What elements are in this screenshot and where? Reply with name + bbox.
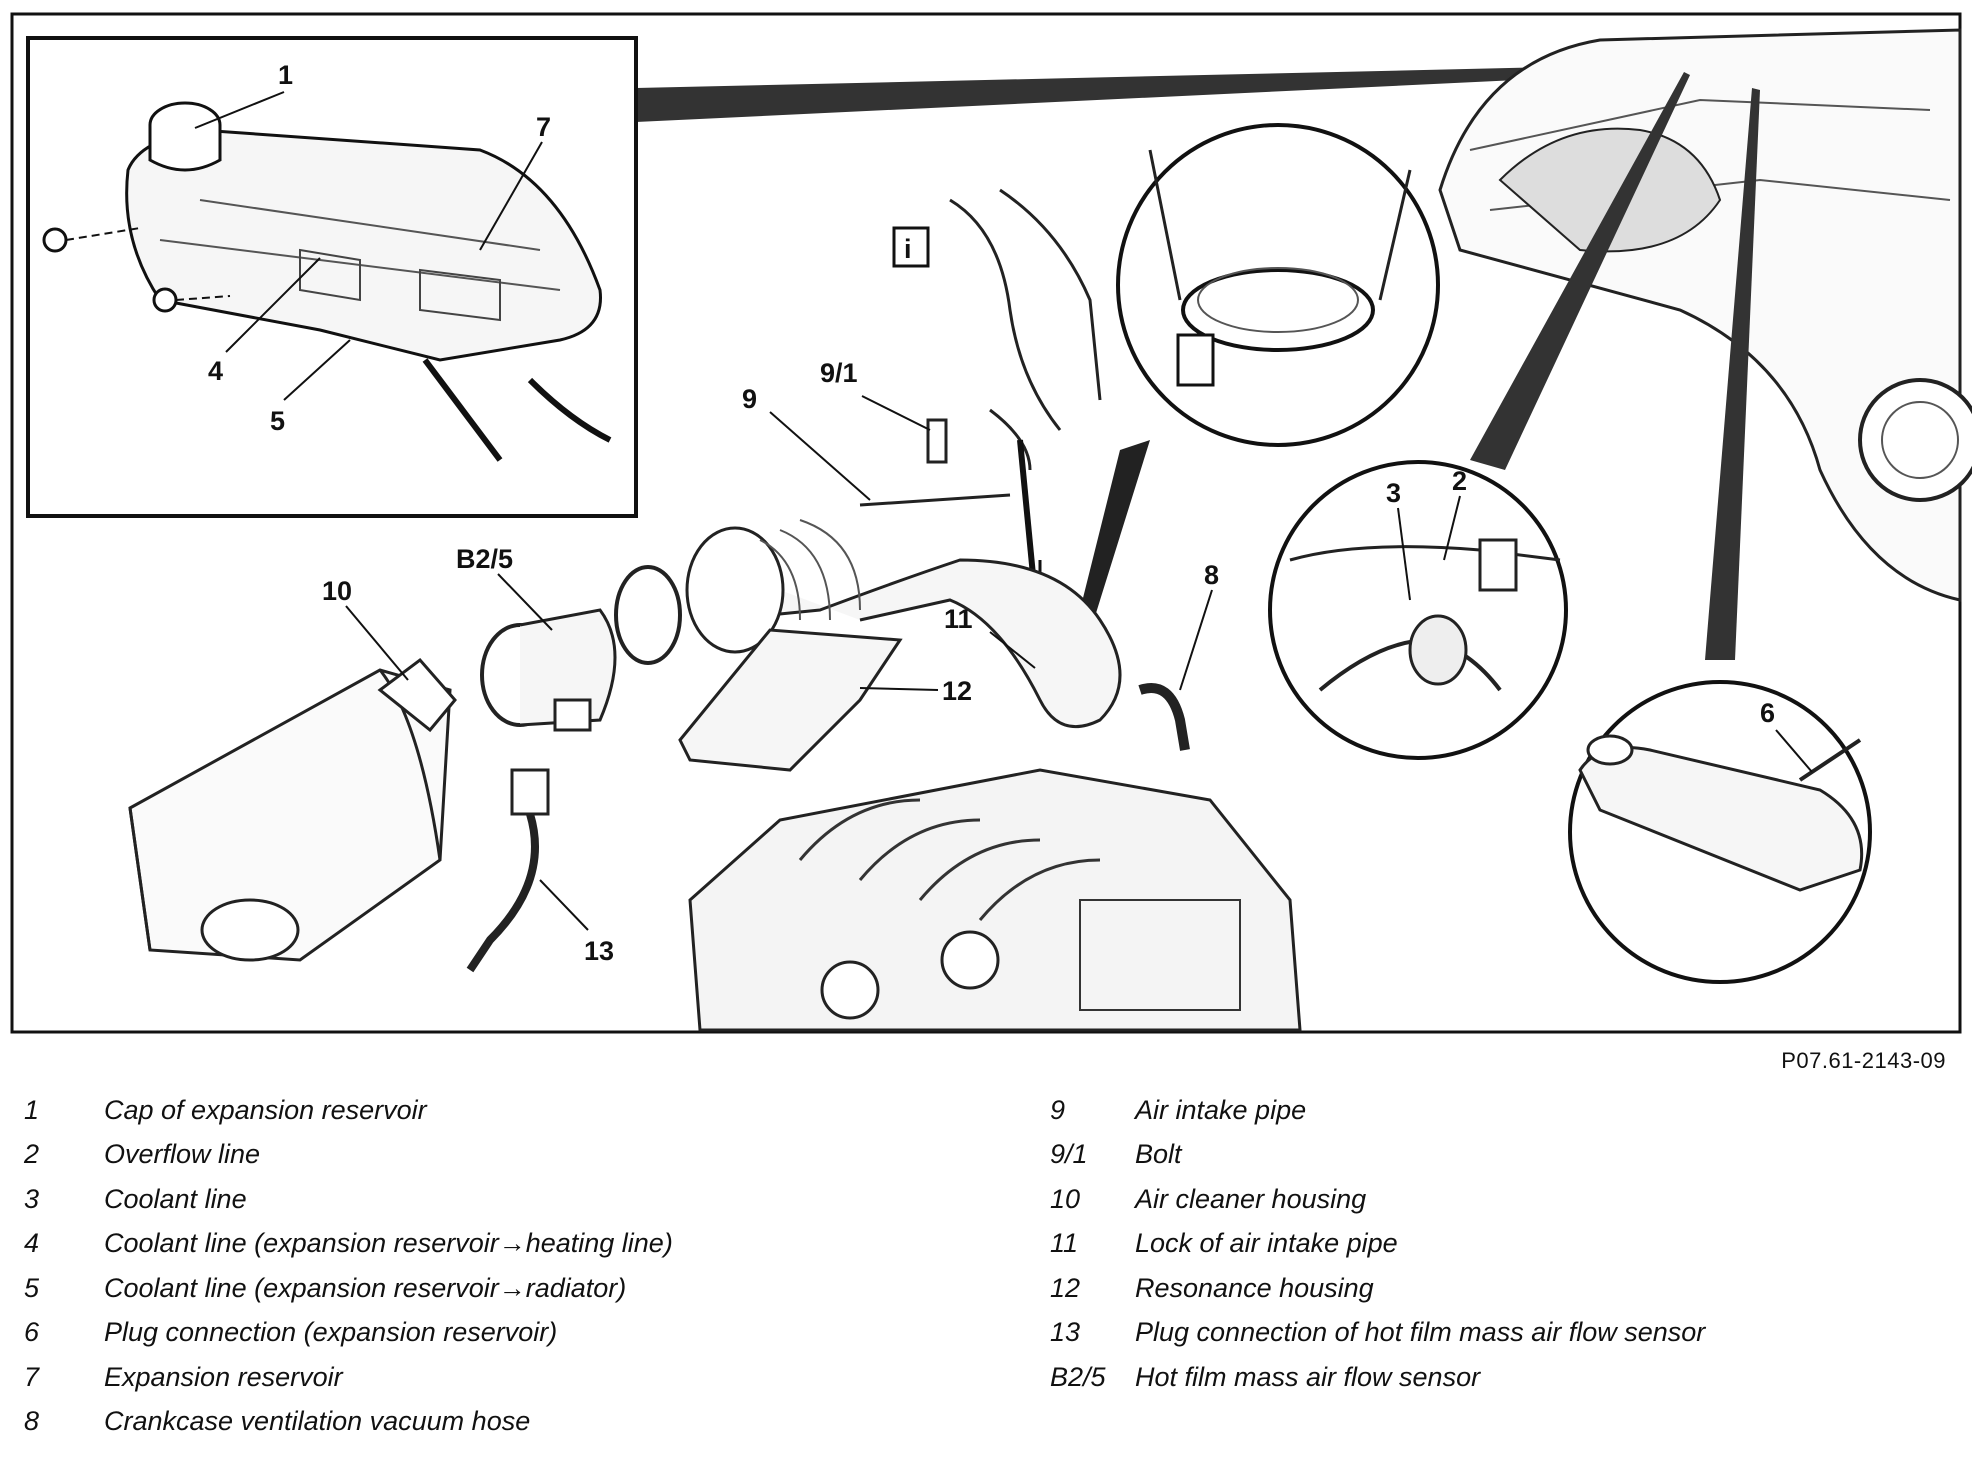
callout-6: 6 bbox=[1760, 698, 1775, 728]
callout-8: 8 bbox=[1204, 560, 1219, 590]
hose-clamp bbox=[614, 565, 682, 665]
legend-number: 2 bbox=[24, 1139, 40, 1170]
legend-number: 1 bbox=[24, 1094, 40, 1125]
bolt-9-1: 9/1 bbox=[820, 358, 948, 464]
engine-intake-manifold bbox=[688, 768, 1302, 1032]
callout-10: 10 bbox=[322, 576, 352, 606]
expansion-reservoir-inset: 1 7 4 5 bbox=[26, 36, 638, 518]
legend-row: 11 Lock of air intake pipe bbox=[1050, 1222, 1705, 1267]
detail-circle-lock-ring bbox=[1116, 123, 1440, 447]
legend-row: 9 Air intake pipe bbox=[1050, 1088, 1705, 1133]
legend-row: 5 Coolant line (expansion reservoir→radia… bbox=[16, 1266, 673, 1311]
legend-label: Cap of expansion reservoir bbox=[104, 1094, 427, 1125]
legend-row: 7 Expansion reservoir bbox=[16, 1355, 673, 1400]
figure-id: P07.61-2143-09 bbox=[1781, 1048, 1946, 1073]
legend-row: 12 Resonance housing bbox=[1050, 1266, 1705, 1311]
legend-number: B2/5 bbox=[1050, 1361, 1106, 1392]
callout-1: 1 bbox=[278, 60, 293, 90]
legend-label: Coolant line (expansion reservoir→radiat… bbox=[104, 1272, 627, 1303]
legend-number: 5 bbox=[24, 1272, 40, 1303]
callout-9-1: 9/1 bbox=[820, 358, 858, 388]
legend-row: 8 Crankcase ventilation vacuum hose bbox=[16, 1400, 673, 1445]
legend-label: Hot film mass air flow sensor bbox=[1135, 1361, 1481, 1392]
legend-number: 9/1 bbox=[1050, 1139, 1088, 1170]
legend-label: Plug connection (expansion reservoir) bbox=[104, 1317, 558, 1348]
callout-b2-5: B2/5 bbox=[456, 544, 513, 574]
legend-row: 2 Overflow line bbox=[16, 1133, 673, 1178]
legend-label: Coolant line (expansion reservoir→heatin… bbox=[104, 1228, 673, 1259]
callout-13: 13 bbox=[584, 936, 614, 966]
legend-row: B2/5 Hot film mass air flow sensor bbox=[1050, 1355, 1705, 1400]
callout-3: 3 bbox=[1386, 478, 1401, 508]
callout-5: 5 bbox=[270, 406, 285, 436]
detail-circle-reservoir-plug: 6 bbox=[1568, 680, 1872, 984]
legend-label: Crankcase ventilation vacuum hose bbox=[104, 1406, 531, 1437]
callout-7: 7 bbox=[536, 112, 551, 142]
legend-row: 10 Air cleaner housing bbox=[1050, 1177, 1705, 1222]
legend-row: 9/1 Bolt bbox=[1050, 1133, 1705, 1178]
info-symbol: i bbox=[892, 226, 930, 268]
legend-right: 9 Air intake pipe 9/1 Bolt 10 Air cleaner h… bbox=[1050, 1088, 1705, 1400]
legend-label: Coolant line bbox=[104, 1183, 247, 1214]
legend-row: 6 Plug connection (expansion reservoir) bbox=[16, 1311, 673, 1356]
legend-label: Overflow line bbox=[104, 1139, 261, 1170]
legend-number: 4 bbox=[24, 1228, 40, 1259]
legend-number: 13 bbox=[1050, 1317, 1081, 1348]
legend-number: 7 bbox=[24, 1361, 40, 1392]
legend-number: 10 bbox=[1050, 1183, 1081, 1214]
car-front-engine-bay bbox=[1438, 28, 1972, 602]
info-icon: i bbox=[904, 234, 912, 264]
legend-row: 3 Coolant line bbox=[16, 1177, 673, 1222]
legend-row: 4 Coolant line (expansion reservoir→heati… bbox=[16, 1222, 673, 1267]
legend-number: 8 bbox=[24, 1406, 40, 1437]
air-cleaner-housing: 10 bbox=[128, 576, 457, 962]
hot-film-maf-sensor: B2/5 bbox=[456, 544, 617, 732]
legend-label: Lock of air intake pipe bbox=[1135, 1228, 1398, 1259]
maf-plug-harness: 13 bbox=[466, 768, 614, 973]
air-intake-pipe: 9 bbox=[685, 384, 1122, 729]
legend-number: 9 bbox=[1050, 1094, 1066, 1125]
legend-label: Air intake pipe bbox=[1135, 1094, 1307, 1125]
legend-row: 13 Plug connection of hot film mass air f… bbox=[1050, 1311, 1705, 1356]
crankcase-vacuum-hose: 8 bbox=[1138, 560, 1219, 751]
legend-row: 1 Cap of expansion reservoir bbox=[16, 1088, 673, 1133]
callout-11: 11 bbox=[944, 604, 973, 634]
legend-label: Plug connection of hot film mass air flo… bbox=[1135, 1317, 1706, 1348]
pointer-mid-detail bbox=[1470, 72, 1690, 470]
legend-number: 11 bbox=[1050, 1228, 1079, 1259]
legend-number: 6 bbox=[24, 1317, 40, 1348]
legend-left: 1 Cap of expansion reservoir 2 Overflow li… bbox=[16, 1088, 673, 1444]
legend-label: Resonance housing bbox=[1135, 1272, 1374, 1303]
legend-number: 12 bbox=[1050, 1272, 1081, 1303]
legend-label: Bolt bbox=[1135, 1139, 1182, 1170]
callout-12: 12 bbox=[942, 676, 972, 706]
detail-circle-coolant-lines: 3 2 bbox=[1268, 460, 1568, 760]
pointer-low-detail bbox=[1705, 88, 1760, 660]
callout-4: 4 bbox=[208, 356, 223, 386]
callout-9: 9 bbox=[742, 384, 757, 414]
air-intake-lock: 11 bbox=[944, 604, 1036, 669]
callout-2: 2 bbox=[1452, 466, 1467, 496]
exploded-parts-diagram: 1 7 4 5 3 2 6 bbox=[10, 12, 1972, 1034]
inset-pointer bbox=[636, 64, 1686, 122]
resonance-housing: 12 bbox=[678, 628, 972, 772]
legend-number: 3 bbox=[24, 1183, 40, 1214]
legend-label: Expansion reservoir bbox=[104, 1361, 343, 1392]
legend-label: Air cleaner housing bbox=[1135, 1183, 1367, 1214]
